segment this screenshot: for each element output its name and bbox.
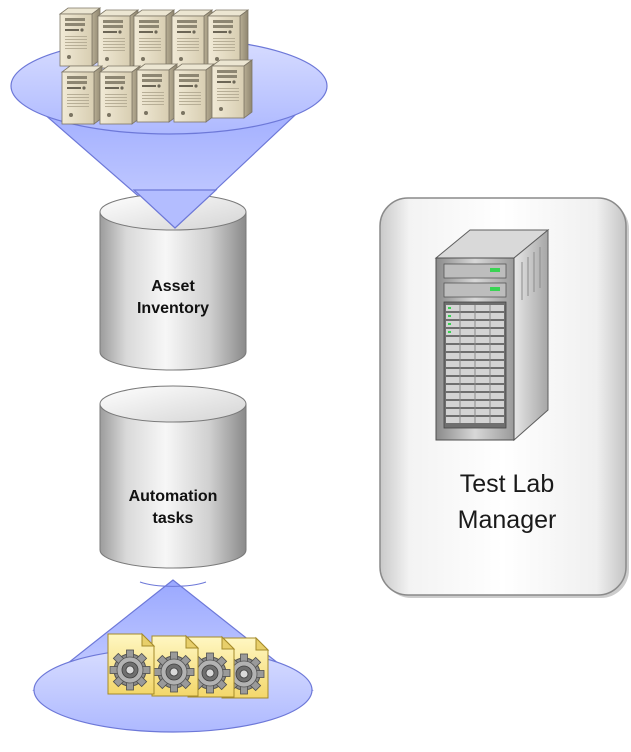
asset-inventory-line1: Asset xyxy=(151,278,195,295)
tower-server-icon xyxy=(61,65,103,125)
gear-document-icon xyxy=(151,635,199,697)
server-cluster xyxy=(59,7,253,125)
tower-server-icon xyxy=(133,9,175,69)
asset-inventory-line2: Inventory xyxy=(136,300,209,317)
asset-inventory-label: Asset Inventory xyxy=(98,276,248,320)
tower-server-icon xyxy=(99,65,141,125)
task-documents xyxy=(107,633,269,699)
tower-server-icon xyxy=(207,9,249,69)
rack-server-icon xyxy=(434,228,550,442)
automation-tasks-cylinder xyxy=(99,385,247,569)
automation-tasks-line2: tasks xyxy=(152,510,194,527)
tower-server-icon xyxy=(173,63,215,123)
tower-server-icon xyxy=(211,59,253,119)
automation-tasks-label: Automation tasks xyxy=(98,486,248,530)
tower-server-icon xyxy=(171,9,213,69)
automation-tasks-line1: Automation xyxy=(128,488,218,505)
tower-server-icon xyxy=(59,7,101,67)
gear-document-icon xyxy=(107,633,155,695)
tower-server-icon xyxy=(136,63,178,123)
tower-server-icon xyxy=(97,9,139,69)
test-lab-manager-line2: Manager xyxy=(457,506,557,534)
test-lab-manager-line1: Test Lab xyxy=(459,470,555,498)
test-lab-manager-label: Test Lab Manager xyxy=(383,466,631,538)
funnel-tip xyxy=(132,189,218,229)
